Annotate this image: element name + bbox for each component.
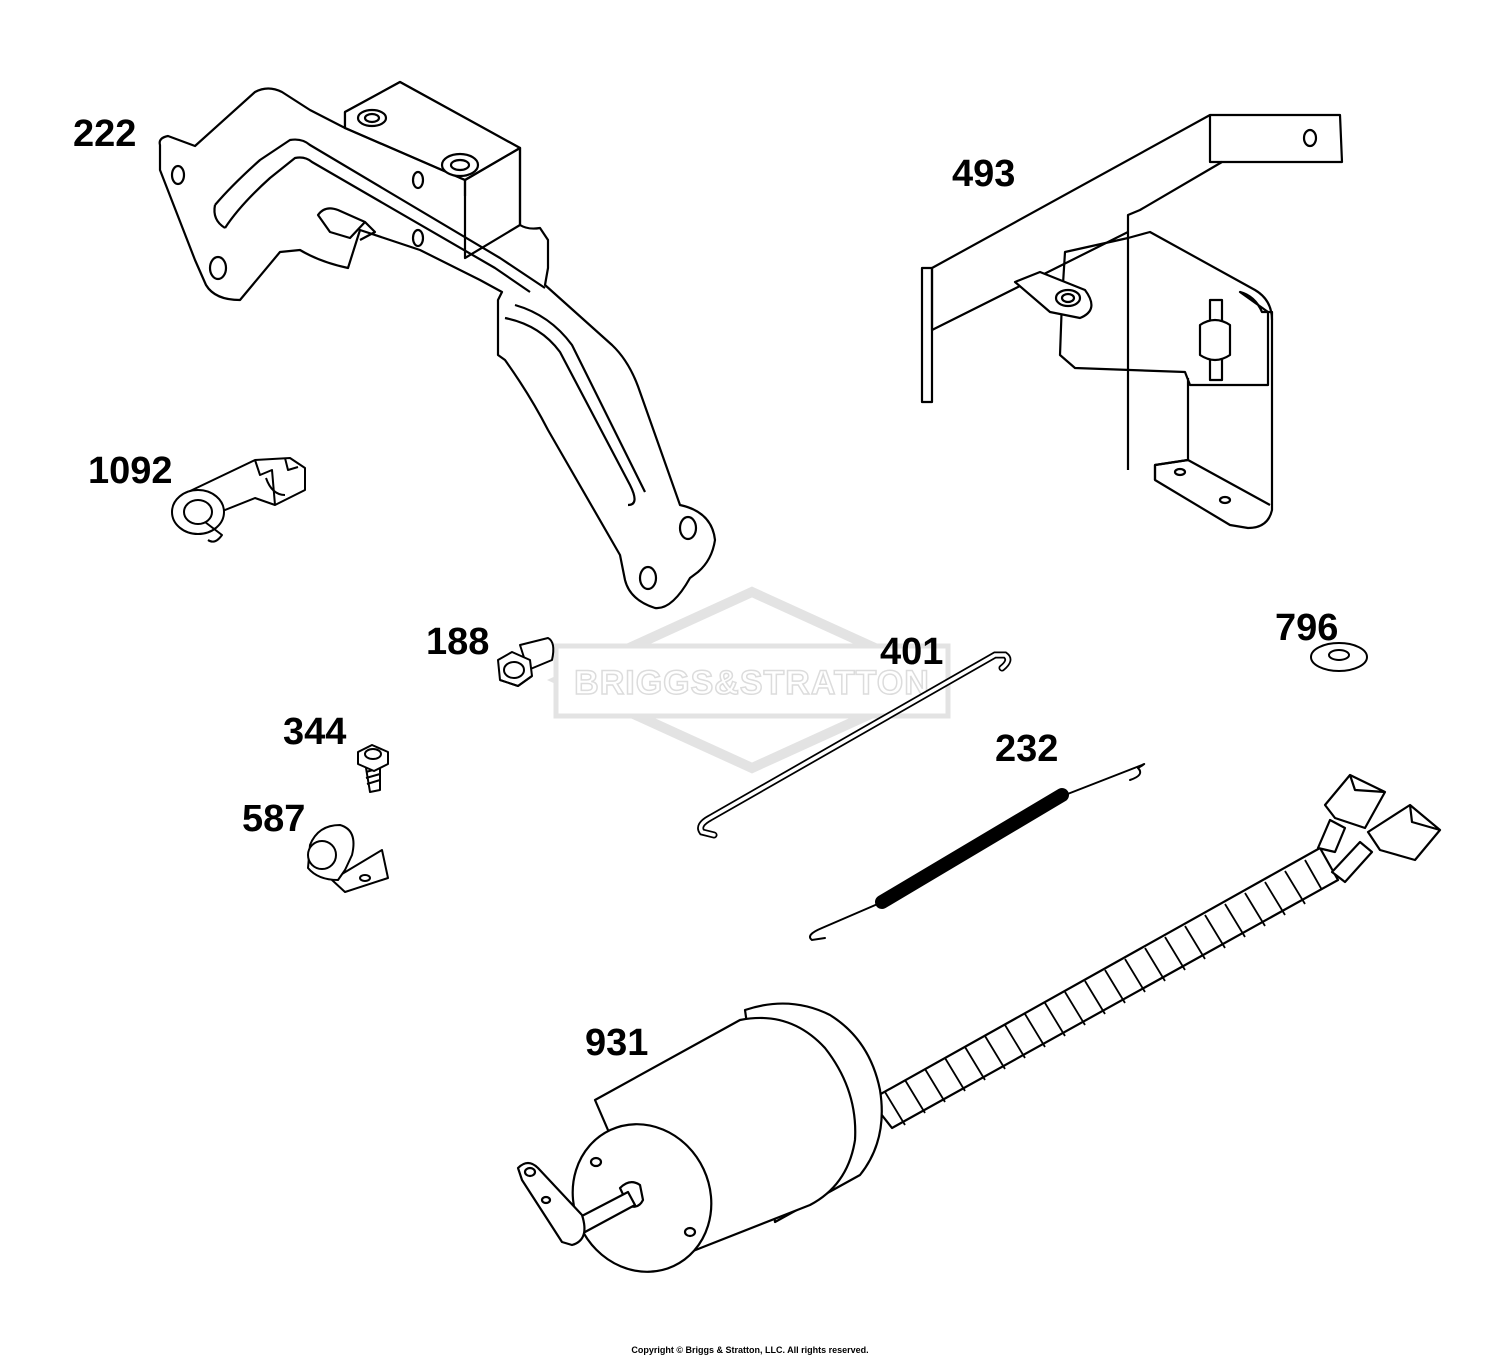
callout-796: 796 [1275,607,1339,649]
part-222-control-bracket [158,80,717,610]
part-344-screw [357,744,389,793]
callout-232: 232 [995,728,1059,770]
part-796-washer [1310,642,1368,672]
callout-1092: 1092 [88,450,173,492]
callout-188: 188 [426,621,490,663]
part-931-solenoid [516,773,1442,1273]
part-232-spring [809,763,1146,942]
callout-222: 222 [73,113,137,155]
part-188-bolt [497,637,555,687]
callout-344: 344 [283,711,347,753]
watermark-text: BRIGGS&STRATTON [574,664,930,702]
callout-401: 401 [880,631,944,673]
part-493-bracket [920,113,1344,530]
callout-587: 587 [242,798,306,840]
part-587-clamp [307,824,389,893]
callout-493: 493 [952,153,1016,195]
copyright-notice: Copyright © Briggs & Stratton, LLC. All … [631,1345,869,1355]
part-401-link-rod [697,651,1012,839]
brand-watermark: BRIGGS&STRATTON [546,586,958,774]
callout-931: 931 [585,1022,649,1064]
part-1092-clip [171,457,306,543]
